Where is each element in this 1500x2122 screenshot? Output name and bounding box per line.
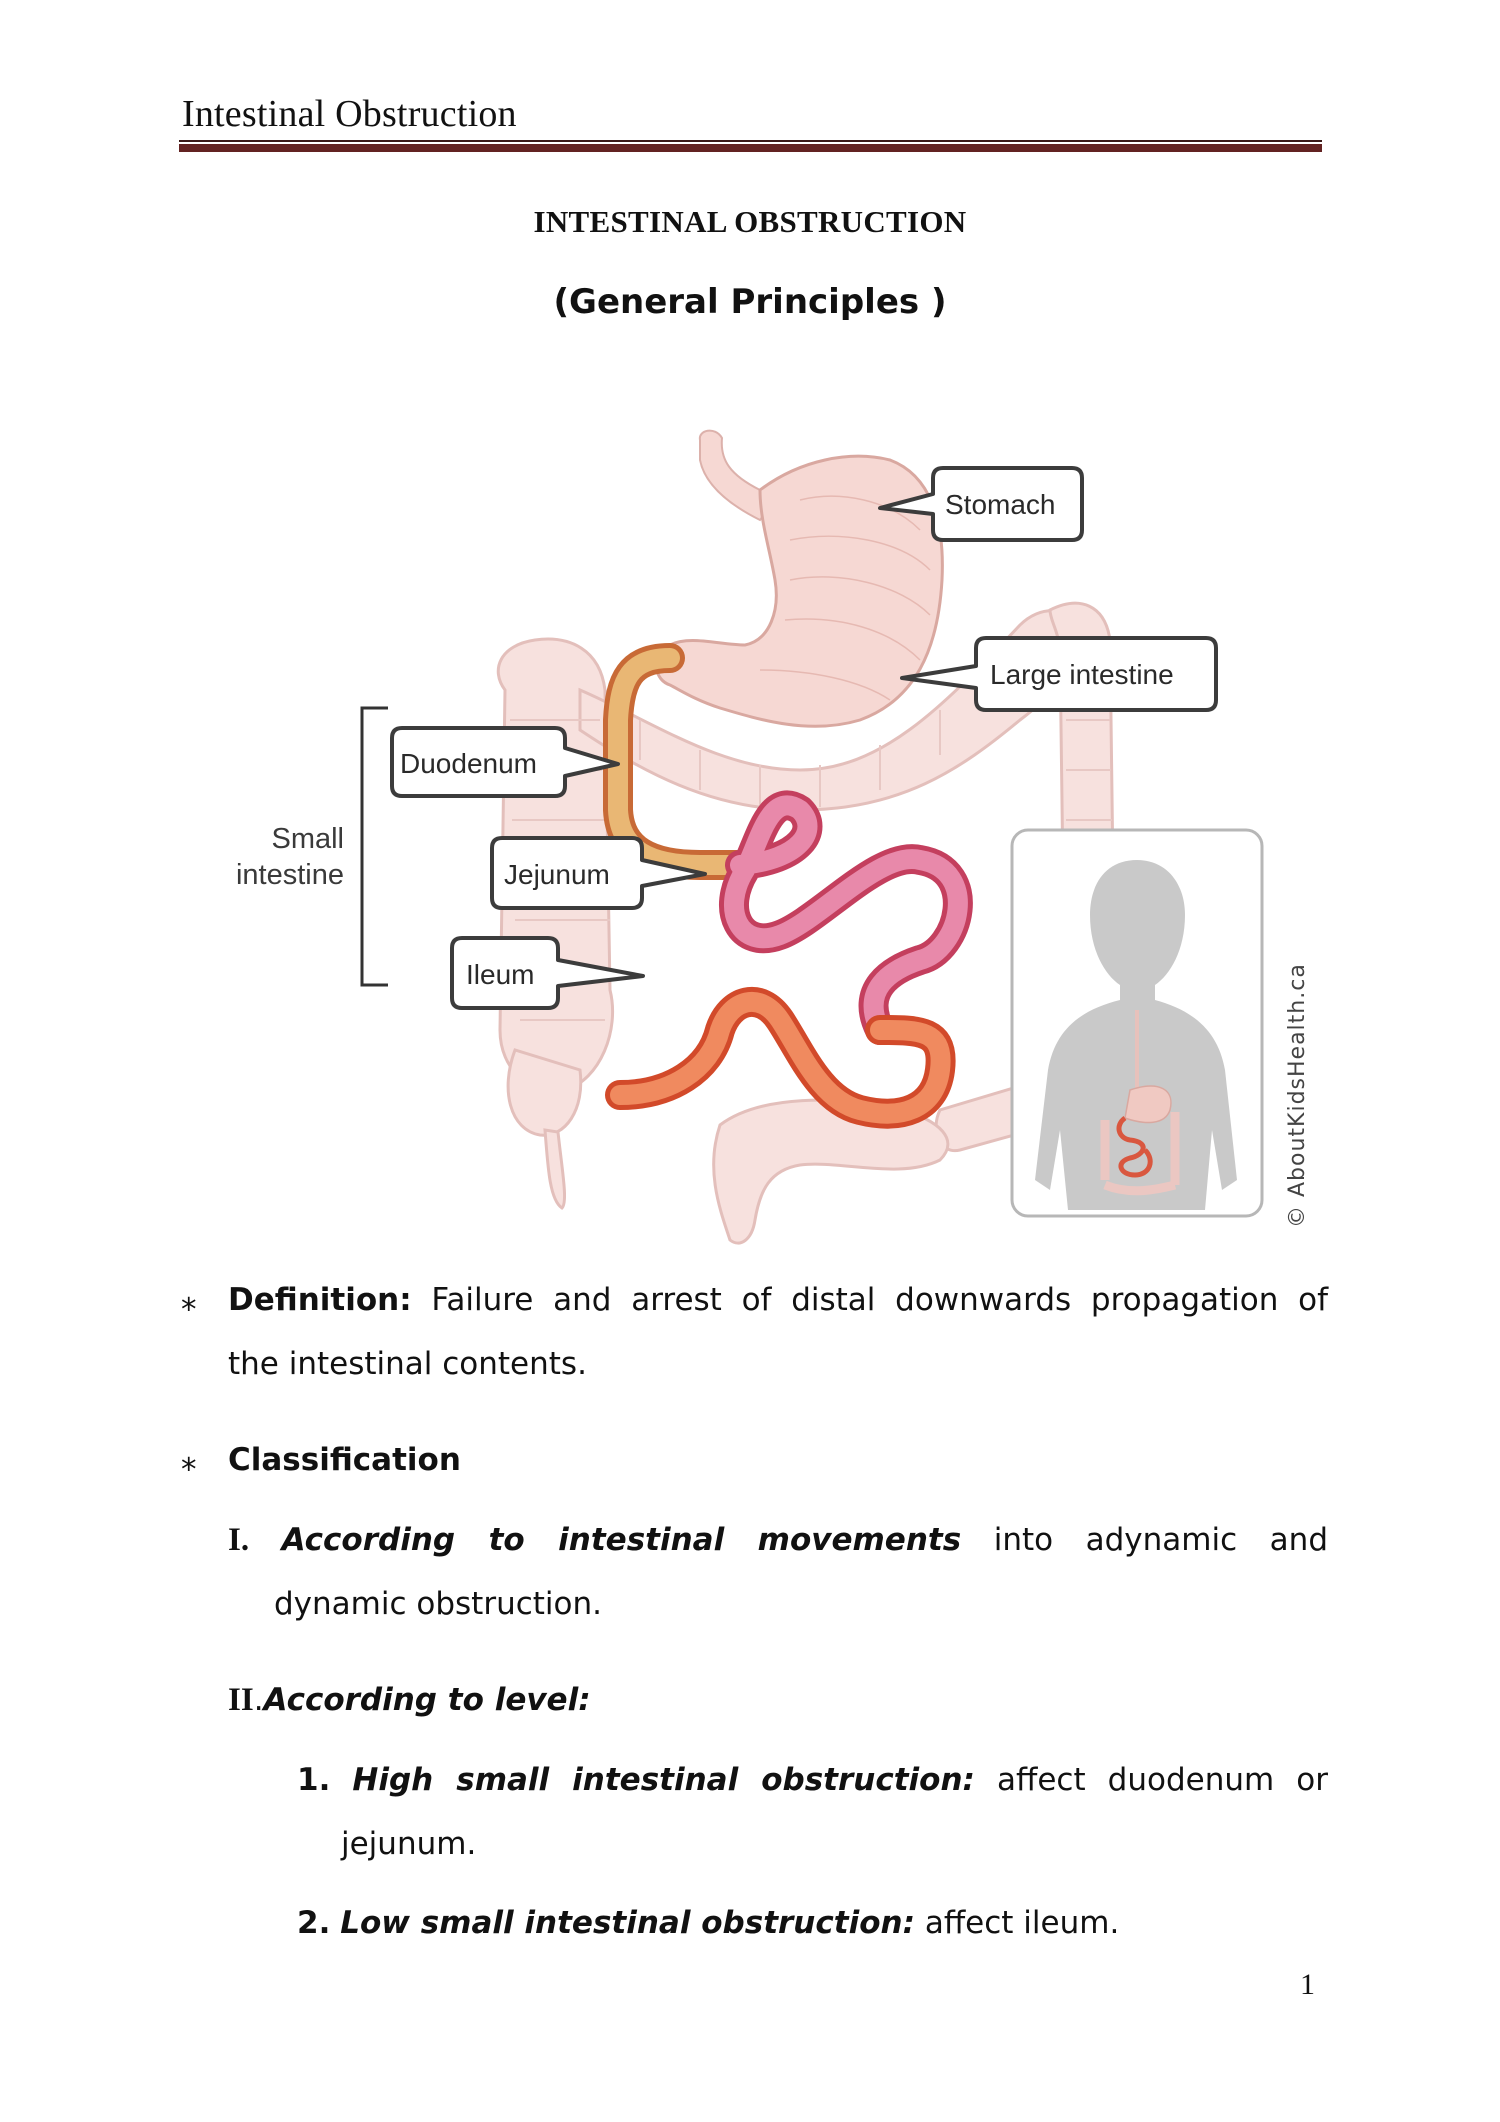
item-1-text-line2: dynamic obstruction. [274, 1586, 602, 1622]
level-subitem-2: 2. Low small intestinal obstruction: aff… [297, 1891, 1328, 1955]
subitem-1-label: High small intestinal obstruction: [352, 1762, 975, 1798]
stomach-texture [759, 495, 931, 701]
classification-item-2: II.According to level: [228, 1668, 591, 1732]
duodenum-callout: Duodenum [390, 726, 620, 798]
svg-text:Stomach: Stomach [945, 489, 1056, 520]
svg-text:Ileum: Ileum [466, 959, 534, 990]
item-1-label: According to intestinal movements [281, 1522, 962, 1558]
item-2-label: According to level: [263, 1682, 591, 1718]
esophagus-illustration [698, 429, 777, 522]
subitem-2-number: 2. [297, 1905, 331, 1941]
subitem-2-text: affect ileum. [924, 1905, 1120, 1941]
stomach-illustration [655, 454, 944, 728]
large-intestine-callout: Large intestine [900, 636, 1218, 712]
image-credit: © AboutKidsHealth.ca [1285, 963, 1310, 1228]
document-subtitle: (General Principles ) [553, 282, 947, 322]
roman-numeral-1: I. [228, 1522, 250, 1558]
item-1-text-line1: into adynamic and [993, 1522, 1329, 1558]
small-intestine-bracket [360, 706, 388, 987]
definition-paragraph: Definition: Failure and arrest of distal… [228, 1268, 1328, 1396]
roman-numeral-2: II [228, 1682, 254, 1718]
roman-numeral-2-separator: . [253, 1682, 264, 1718]
classification-heading: Classification [228, 1442, 461, 1478]
page-number: 1 [1300, 1968, 1315, 2001]
running-header-title: Intestinal Obstruction [182, 93, 517, 135]
definition-bullet: * [181, 1292, 197, 1328]
classification-item-1: I. According to intestinal movements int… [228, 1508, 1328, 1636]
jejunum-callout: Jejunum [490, 836, 707, 910]
subitem-1-number: 1. [297, 1762, 331, 1798]
svg-text:Duodenum: Duodenum [400, 748, 537, 779]
header-rule-thin [179, 140, 1322, 142]
definition-label: Definition: [228, 1282, 412, 1318]
subitem-2-label: Low small intestinal obstruction: [340, 1905, 915, 1941]
classification-bullet: * [181, 1452, 197, 1488]
ileum-callout: Ileum [450, 936, 645, 1010]
subitem-1-text-line1: affect duodenum or [996, 1762, 1328, 1798]
stomach-callout: Stomach [878, 466, 1084, 542]
svg-text:Jejunum: Jejunum [504, 859, 610, 890]
child-silhouette-inset [1010, 828, 1264, 1218]
digestive-system-figure: Small intestine Stomach Large intestine … [200, 390, 1350, 1250]
definition-text-line2: the intestinal contents. [228, 1346, 587, 1382]
svg-text:Large intestine: Large intestine [990, 659, 1174, 690]
subitem-1-text-line2: jejunum. [341, 1826, 477, 1862]
definition-text-line1: Failure and arrest of distal downwards p… [431, 1282, 1328, 1318]
header-rule-thick [179, 144, 1322, 152]
level-subitem-1: 1. High small intestinal obstruction: af… [297, 1748, 1328, 1876]
document-title: INTESTINAL OBSTRUCTION [533, 204, 967, 239]
small-intestine-label-line1: Small [271, 823, 344, 855]
small-intestine-label-line2: intestine [236, 859, 344, 891]
